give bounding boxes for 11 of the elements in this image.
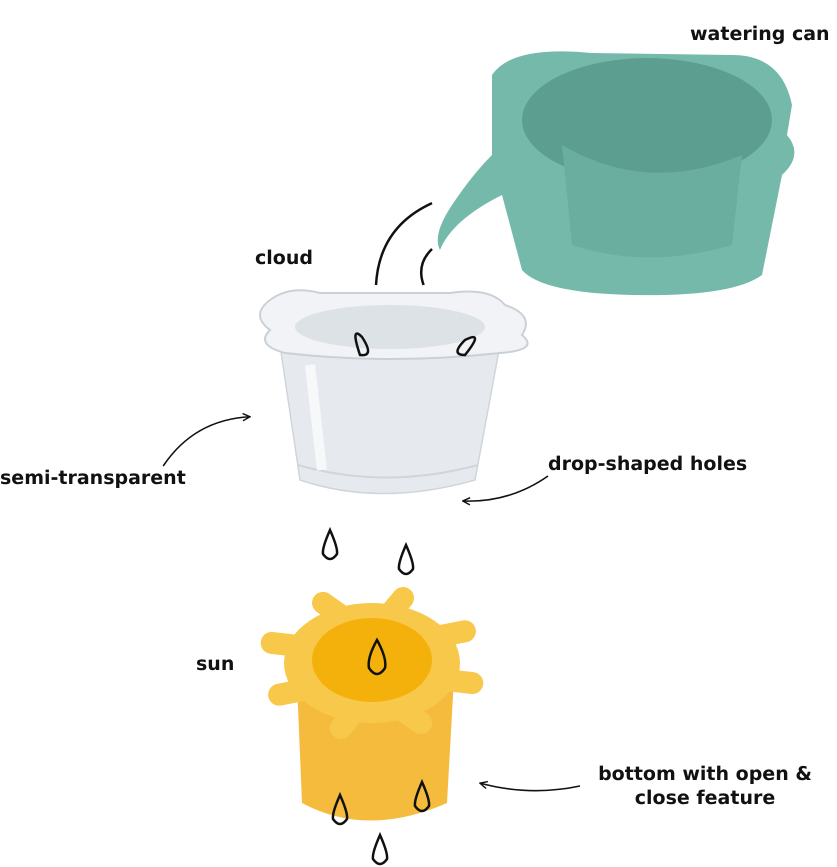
water-stream <box>374 202 433 286</box>
arrow <box>479 780 580 792</box>
arrow <box>162 413 251 466</box>
part-name: watering can <box>690 22 830 46</box>
part-name: sun <box>196 652 234 676</box>
callout-text: semi-transparent <box>0 466 187 490</box>
water-stream <box>420 248 433 286</box>
arrow <box>462 475 548 506</box>
part-name: cloud <box>255 246 313 270</box>
callout-text: bottom with open & close feature <box>597 762 813 810</box>
callout-text: drop-shaped holes <box>548 452 748 476</box>
